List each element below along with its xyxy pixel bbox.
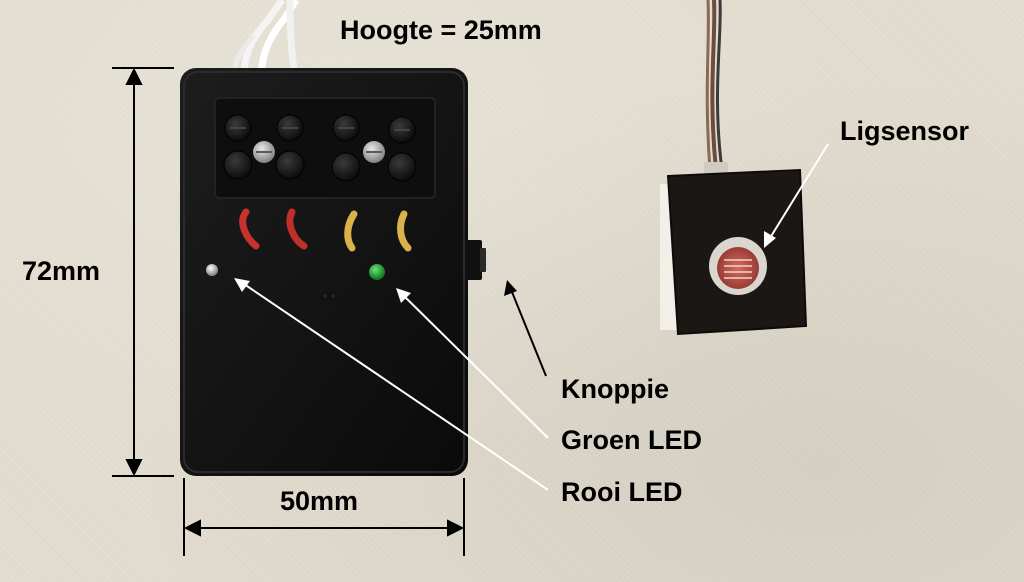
lead-wires	[239, 208, 412, 252]
button-label: Knoppie	[561, 374, 669, 404]
red-led-pointer-arrow	[234, 278, 549, 491]
green-led-label: Groen LED	[561, 425, 703, 455]
green-led-pointer-arrow	[396, 288, 549, 439]
button-pointer-arrow	[504, 280, 547, 377]
width-dimension-line	[183, 478, 465, 556]
sensor-label: Ligsensor	[840, 116, 970, 146]
push-button	[466, 240, 486, 280]
light-sensor	[660, 0, 808, 336]
red-led-label: Rooi LED	[561, 477, 683, 507]
height-note-label: Hoogte = 25mm	[340, 15, 542, 45]
height-dimension-line	[112, 67, 174, 477]
sensor-pointer-arrow	[764, 143, 829, 248]
enclosure-holes	[323, 294, 335, 298]
green-led	[369, 264, 385, 280]
terminal-block	[214, 97, 436, 199]
length-dimension-label: 72mm	[22, 256, 101, 286]
width-dimension-label: 50mm	[280, 486, 359, 516]
red-led	[206, 264, 218, 276]
